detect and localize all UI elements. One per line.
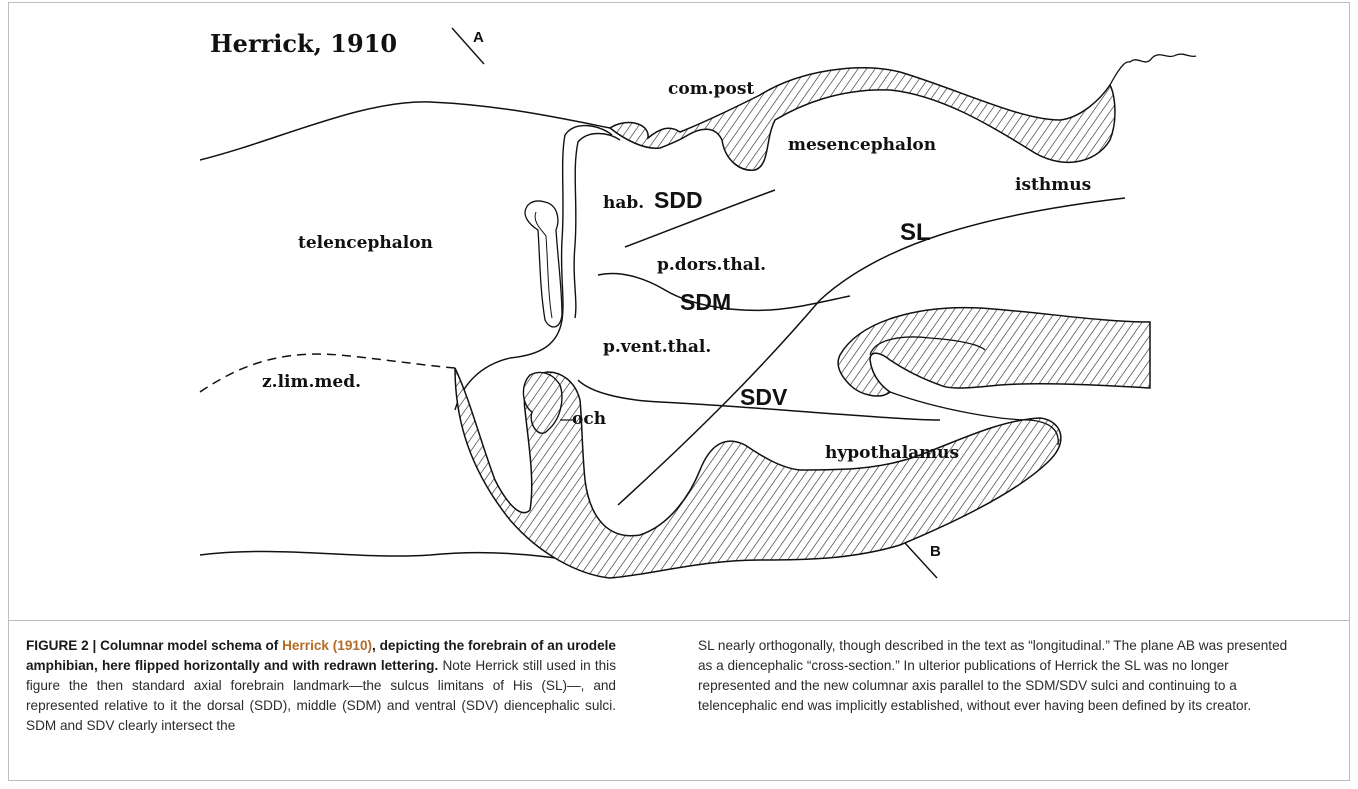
label-b: B xyxy=(930,543,941,560)
figure-drawing: Herrick, 1910 A B xyxy=(0,0,1358,620)
figure-title: Herrick, 1910 xyxy=(210,29,397,58)
choroid-plexus-inner xyxy=(535,212,552,318)
caption-citation-link[interactable]: Herrick (1910) xyxy=(282,638,372,653)
caption-bold-lead: Columnar model schema of xyxy=(100,638,282,653)
caption-text-right: SL nearly orthogonally, though described… xyxy=(698,638,1287,713)
label-isthmus: isthmus xyxy=(1015,175,1091,195)
label-sdm: SDM xyxy=(680,289,731,315)
choroid-loop xyxy=(455,126,612,410)
label-p-vent-thal: p.vent.thal. xyxy=(603,337,711,357)
label-a: A xyxy=(473,29,484,46)
label-z-lim-med: z.lim.med. xyxy=(262,372,361,392)
caption-right-column: SL nearly orthogonally, though described… xyxy=(698,636,1298,716)
label-telencephalon: telencephalon xyxy=(298,233,433,253)
caption-figure-number: FIGURE 2 | xyxy=(26,638,100,653)
caption-divider xyxy=(9,620,1349,621)
roof-wavy-end xyxy=(1110,54,1196,85)
telencephalon-dorsal-contour xyxy=(200,102,610,160)
label-p-dors-thal: p.dors.thal. xyxy=(657,255,766,275)
label-hab: hab. xyxy=(603,193,644,213)
choroid-plexus xyxy=(525,201,562,327)
label-hypothalamus: hypothalamus xyxy=(825,443,959,463)
label-mesencephalon: mesencephalon xyxy=(788,135,936,155)
ventral-outer-contour xyxy=(200,551,600,565)
label-och: och xyxy=(572,409,606,429)
label-sl: SL xyxy=(900,219,931,246)
infundibular-recess xyxy=(838,308,1150,396)
caption-left-column: FIGURE 2 | Columnar model schema of Herr… xyxy=(26,636,616,736)
label-sdv: SDV xyxy=(740,384,788,410)
label-com-post: com.post xyxy=(668,79,754,99)
label-sdd: SDD xyxy=(654,187,703,213)
choroid-loop-inner xyxy=(574,134,620,319)
